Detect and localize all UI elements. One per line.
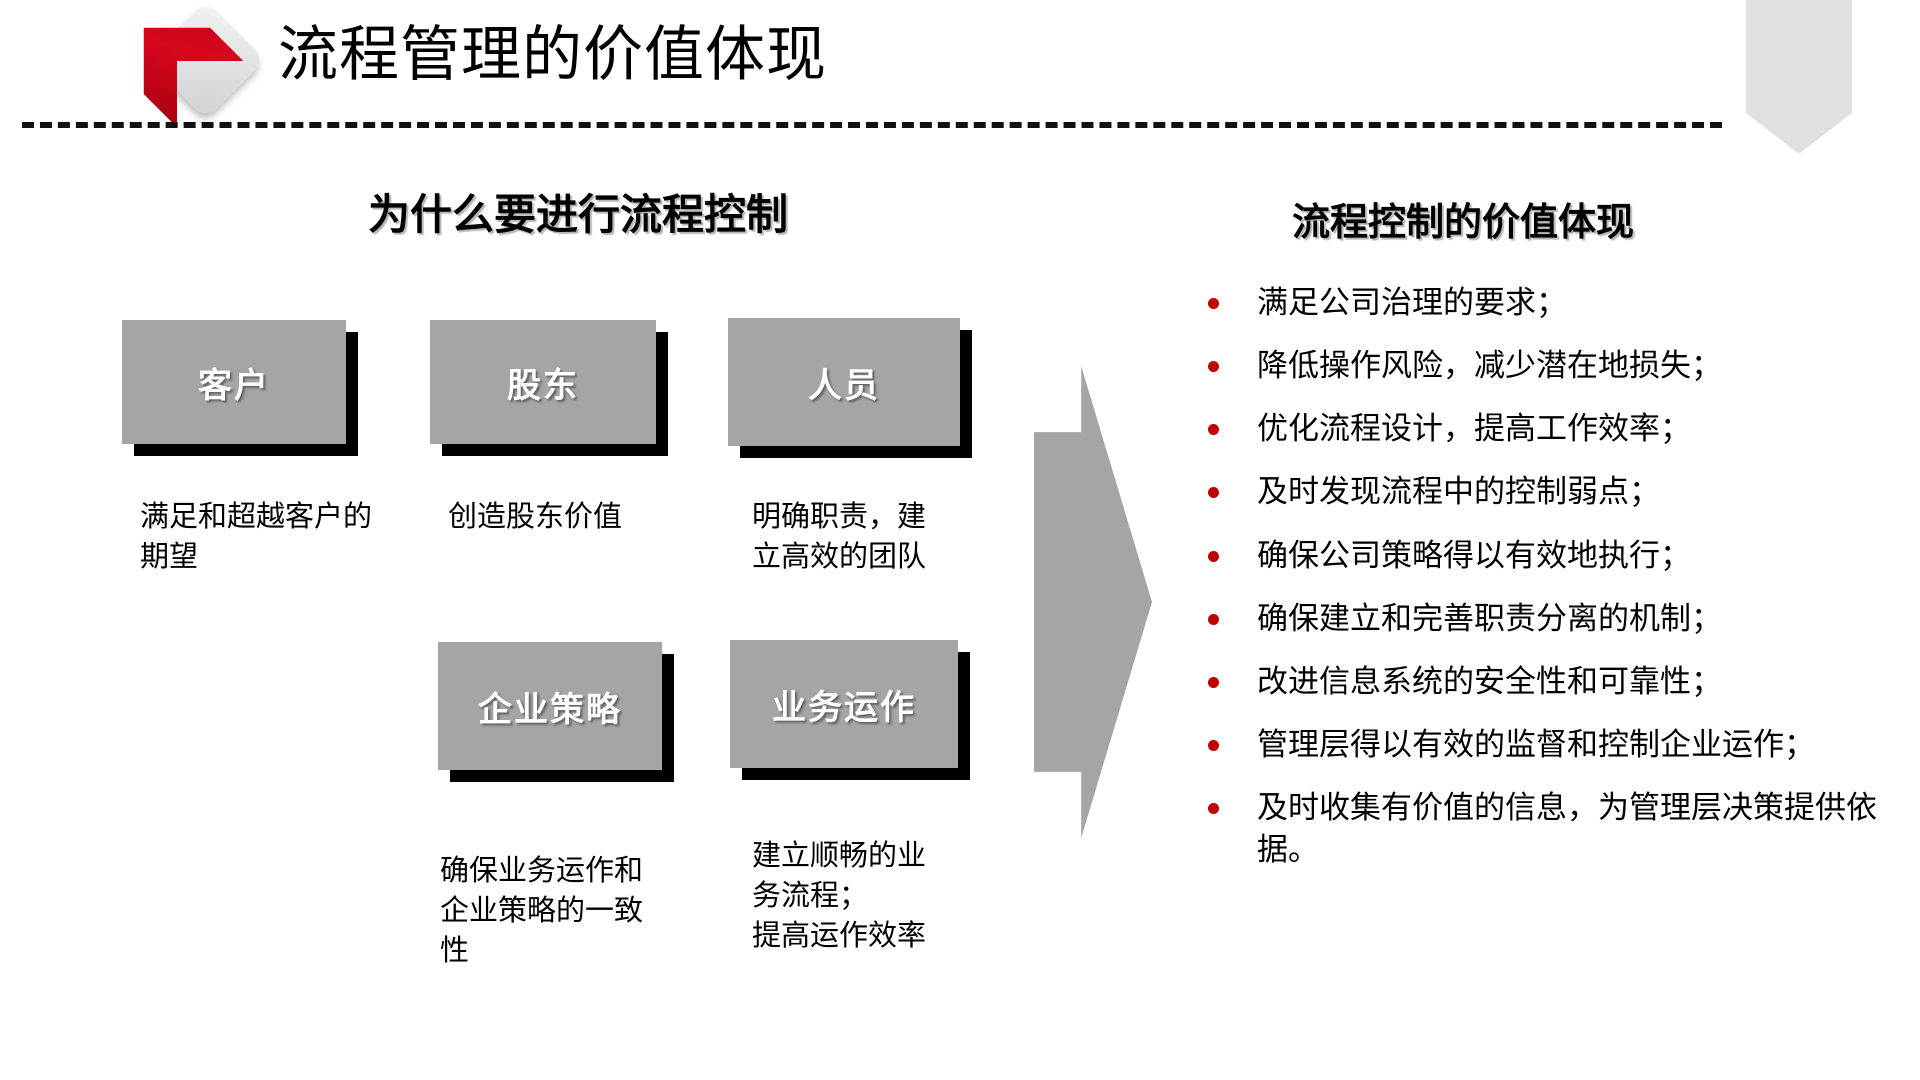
list-item-label: 及时发现流程中的控制弱点；	[1257, 474, 1660, 511]
stakeholder-caption-customer: 满足和超越客户的期望	[140, 499, 373, 574]
bullet-dot-icon	[1208, 613, 1219, 625]
stakeholder-caption-personnel: 明确职责，建 立高效的团队	[752, 499, 927, 574]
list-item: 改进信息系统的安全性和可靠性；	[1208, 661, 1888, 703]
bullet-dot-icon	[1208, 740, 1219, 752]
list-item: 及时收集有价值的信息，为管理层决策提供依据。	[1208, 787, 1888, 871]
list-item: 管理层得以有效的监督和控制企业运作；	[1208, 724, 1888, 766]
list-item: 优化流程设计，提高工作效率；	[1208, 408, 1888, 450]
list-item-label: 确保公司策略得以有效地执行；	[1257, 537, 1691, 574]
list-item-label: 管理层得以有效的监督和控制企业运作；	[1257, 727, 1815, 764]
stakeholder-box-personnel: 人员	[728, 318, 960, 446]
right-arrow-icon	[1034, 366, 1152, 838]
list-item-label: 改进信息系统的安全性和可靠性；	[1257, 663, 1722, 700]
list-item: 及时发现流程中的控制弱点；	[1208, 471, 1888, 513]
gray-ribbon-banner-icon	[1746, 0, 1852, 154]
bullet-dot-icon	[1208, 676, 1219, 688]
stakeholder-box-label: 人员	[808, 365, 880, 406]
left-section-heading: 为什么要进行流程控制	[368, 190, 789, 239]
list-item-label: 优化流程设计，提高工作效率；	[1257, 411, 1691, 448]
logo	[126, 4, 266, 124]
list-item-label: 确保建立和完善职责分离的机制；	[1257, 600, 1722, 637]
stakeholder-box-label: 业务运作	[772, 687, 916, 728]
dashed-divider-icon	[22, 122, 1722, 128]
bullet-dot-icon	[1208, 298, 1219, 309]
stakeholder-box-label: 客户	[198, 365, 270, 406]
right-section-heading: 流程控制的价值体现	[1292, 200, 1635, 244]
bullet-dot-icon	[1208, 803, 1219, 815]
list-item: 满足公司治理的要求；	[1208, 282, 1888, 324]
stakeholder-box-shareholder: 股东	[430, 320, 656, 444]
list-item: 确保公司策略得以有效地执行；	[1208, 535, 1888, 577]
bullet-dot-icon	[1208, 550, 1219, 562]
list-item: 降低操作风险，减少潜在地损失；	[1208, 345, 1888, 387]
stakeholder-box-label: 企业策略	[478, 689, 622, 730]
page-title: 流程管理的价值体现	[278, 20, 827, 90]
list-item-label: 满足公司治理的要求；	[1257, 285, 1567, 321]
bullet-dot-icon	[1208, 361, 1219, 373]
stakeholder-box-strategy: 企业策略	[438, 642, 662, 770]
stakeholder-box-label: 股东	[507, 365, 579, 406]
list-item: 确保建立和完善职责分离的机制；	[1208, 598, 1888, 640]
bullet-dot-icon	[1208, 424, 1219, 436]
bullet-dot-icon	[1208, 487, 1219, 499]
stakeholder-box-operations: 业务运作	[730, 640, 958, 768]
stakeholder-caption-operations: 建立顺畅的业 务流程； 提高运作效率	[752, 838, 927, 953]
stakeholder-caption-shareholder: 创造股东价值	[448, 499, 623, 533]
list-item-label: 及时收集有价值的信息，为管理层决策提供依据。	[1257, 790, 1877, 869]
stakeholder-caption-strategy: 确保业务运作和 企业策略的一致 性	[440, 853, 644, 968]
stakeholder-box-customer: 客户	[122, 320, 346, 444]
list-item-label: 降低操作风险，减少潜在地损失；	[1257, 348, 1722, 385]
value-bullet-list: 满足公司治理的要求； 降低操作风险，减少潜在地损失； 优化流程设计，提高工作效率…	[1208, 282, 1888, 893]
